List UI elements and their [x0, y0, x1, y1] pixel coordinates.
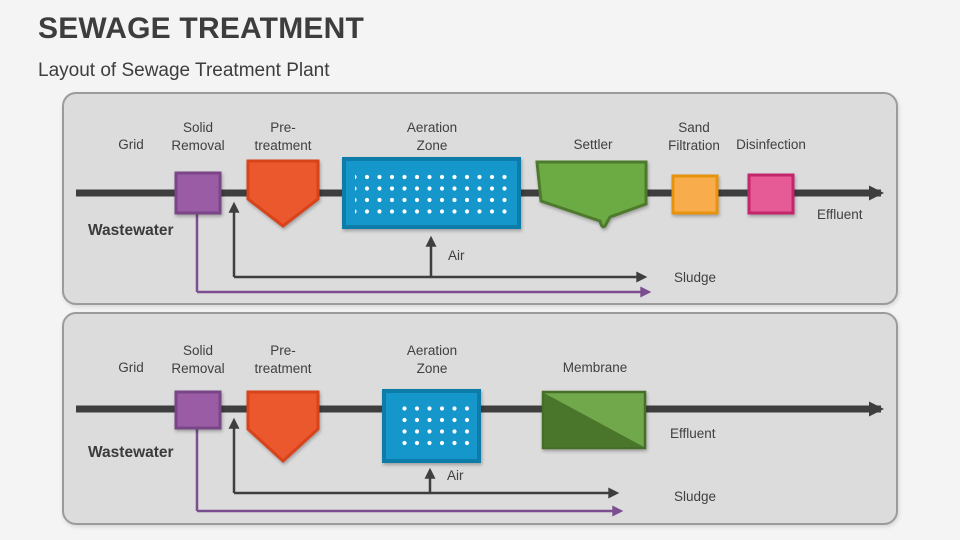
- diagram2-canvas: [76, 389, 884, 517]
- sand-filtration-box: [671, 174, 719, 215]
- aeration-bubbles: [355, 170, 508, 217]
- solid-removal-box: [174, 171, 222, 215]
- diagram-panel-conventional: Grid Solid Removal Pre- treatment Aerati…: [62, 92, 898, 305]
- label-grid: Grid: [118, 137, 144, 152]
- label-disinfection: Disinfection: [736, 137, 806, 152]
- label-sludge: Sludge: [674, 270, 717, 285]
- membrane-box: [541, 390, 647, 450]
- label-pretreatment: Pre- treatment: [254, 343, 312, 376]
- diagram1-canvas: [76, 157, 884, 298]
- label-wastewater: Wastewater: [88, 222, 174, 239]
- label-settler: Settler: [573, 137, 613, 152]
- label-solid-removal: Solid Removal: [171, 343, 225, 376]
- label-grid: Grid: [118, 360, 144, 375]
- label-solid-removal: Solid Removal: [171, 120, 225, 153]
- label-sludge: Sludge: [674, 489, 717, 504]
- pretreatment-pentagon: [246, 390, 320, 464]
- solid-removal-box: [174, 390, 222, 430]
- membrane-diagonal: [544, 393, 644, 447]
- page-title: SEWAGE TREATMENT: [38, 12, 364, 45]
- label-air: Air: [447, 468, 464, 483]
- label-effluent: Effluent: [817, 207, 863, 222]
- label-pretreatment: Pre- treatment: [254, 120, 312, 153]
- label-aeration-zone: Aeration Zone: [406, 343, 458, 376]
- label-membrane: Membrane: [562, 360, 628, 375]
- label-aeration-zone: Aeration Zone: [406, 120, 458, 153]
- disinfection-box: [747, 173, 795, 215]
- diagram-panel-membrane: Grid Solid Removal Pre- treatment Aerati…: [62, 312, 898, 525]
- pretreatment-pentagon: [246, 159, 320, 228]
- aeration-bubbles: [394, 402, 470, 451]
- label-wastewater: Wastewater: [88, 444, 174, 461]
- label-effluent: Effluent: [670, 426, 716, 441]
- page-subtitle: Layout of Sewage Treatment Plant: [38, 60, 330, 81]
- label-sand-filtration: Sand Filtration: [668, 120, 720, 153]
- settler-shape: [535, 160, 648, 229]
- label-air: Air: [448, 248, 465, 263]
